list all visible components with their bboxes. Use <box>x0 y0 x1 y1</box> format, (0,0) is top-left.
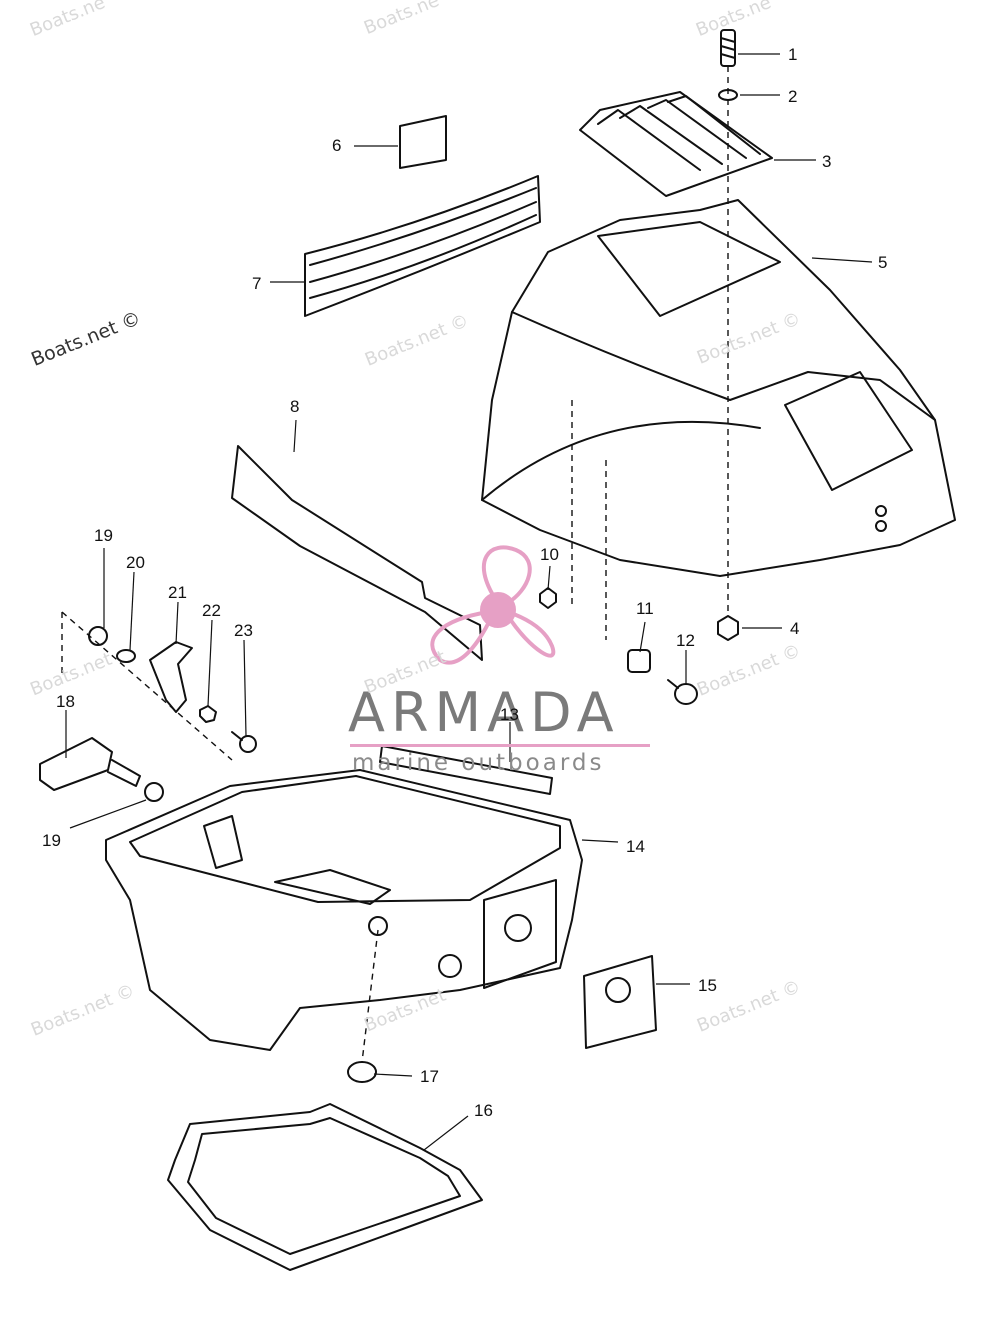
part-15-plate <box>583 955 657 1049</box>
callout-5: 5 <box>878 253 888 272</box>
part-23-screw <box>231 731 257 753</box>
callout-14: 14 <box>626 837 645 856</box>
callout-20: 20 <box>126 553 145 572</box>
callout-23: 23 <box>234 621 253 640</box>
part-5-top-cowl <box>481 199 956 577</box>
part-3-top-plate <box>579 91 773 197</box>
part-1-screw <box>720 29 736 67</box>
callout-2: 2 <box>788 87 798 106</box>
part-10-nut <box>539 587 557 609</box>
callout-16: 16 <box>474 1101 493 1120</box>
part-6-decal <box>399 115 447 169</box>
part-13-seal-tube <box>379 745 553 795</box>
part-18-latch-handle <box>39 737 141 791</box>
part-11-bushing <box>627 649 651 673</box>
callout-13: 13 <box>500 705 519 724</box>
callout-10: 10 <box>540 545 559 564</box>
part-8-seal-strip <box>231 445 483 661</box>
part-16-gasket <box>167 1103 483 1271</box>
callout-1: 1 <box>788 45 798 64</box>
callout-12: 12 <box>676 631 695 650</box>
callout-8: 8 <box>290 397 300 416</box>
part-14-bottom-cowl <box>105 769 583 1051</box>
callout-15: 15 <box>698 976 717 995</box>
callout-11: 11 <box>636 599 654 618</box>
callout-19: 19 <box>94 526 113 545</box>
part-22-nut <box>199 705 217 723</box>
callout-17: 17 <box>420 1067 439 1086</box>
logo-tagline: marine outboards <box>352 750 605 776</box>
part-7-decal-strip <box>304 175 541 317</box>
callout-3: 3 <box>822 152 832 171</box>
part-21-latch-hook <box>149 641 193 713</box>
logo-rule <box>350 744 650 747</box>
callout-4: 4 <box>790 619 800 638</box>
callout-18: 18 <box>56 692 75 711</box>
armada-propeller-logo <box>430 545 556 665</box>
callout-7: 7 <box>252 274 262 293</box>
callout-19-lower: 19 <box>42 831 61 850</box>
logo-name: ARMADA <box>348 681 620 744</box>
callout-6: 6 <box>332 136 342 155</box>
part-4-nut <box>717 615 739 641</box>
callout-22: 22 <box>202 601 221 620</box>
part-12-pin <box>667 679 698 705</box>
part-17-plug <box>347 1061 377 1083</box>
part-20-washer <box>116 649 136 663</box>
part-19-bushing <box>88 626 164 802</box>
callout-21: 21 <box>168 583 187 602</box>
